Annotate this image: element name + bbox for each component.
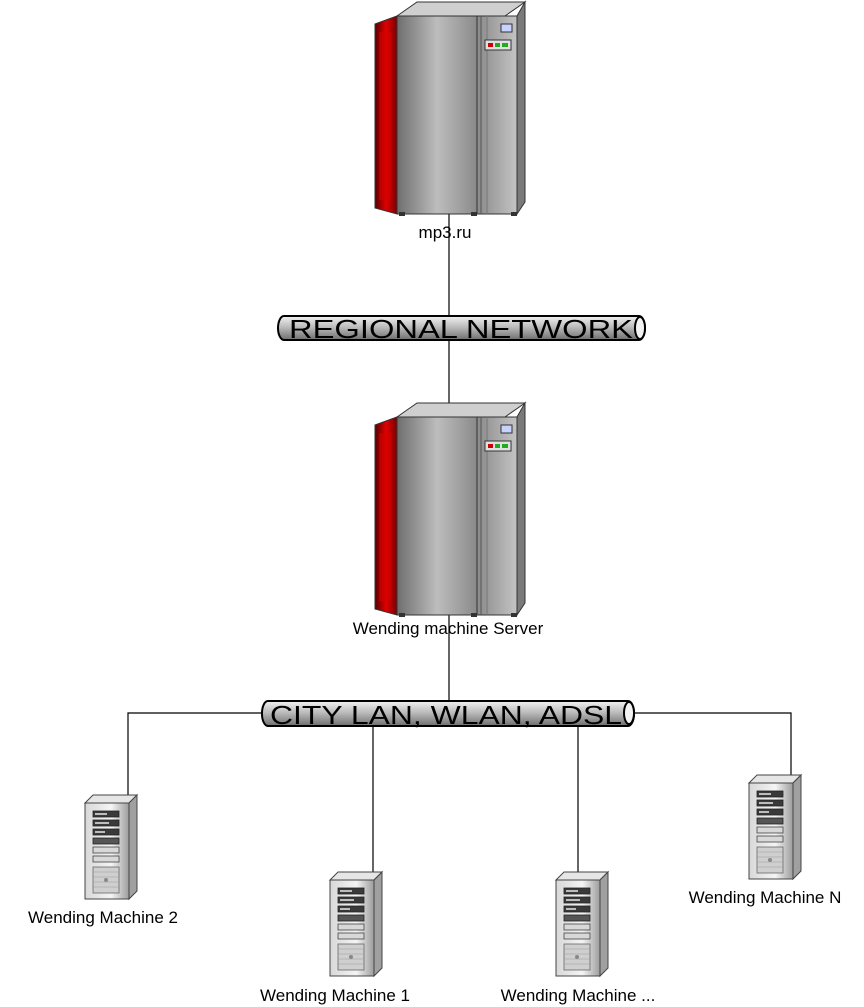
connection-lines (127, 214, 792, 900)
top-server-label: mp3.ru (419, 223, 472, 242)
machine-1-node: Wending Machine 1 (260, 871, 410, 1005)
machine-2-label: Wending Machine 2 (28, 908, 178, 927)
regional-network-label: REGIONAL NETWORK (289, 314, 634, 344)
tower-computer-icon (329, 871, 383, 977)
machine-2-node: Wending Machine 2 (28, 794, 178, 927)
mainframe-server-icon (374, 402, 526, 618)
machine-1-label: Wending Machine 1 (260, 986, 410, 1005)
tower-computer-icon (555, 871, 609, 977)
regional-network-bus: REGIONAL NETWORK (277, 314, 646, 344)
tower-computer-icon (748, 774, 802, 880)
machine-n-dots-label: Wending Machine ... (501, 986, 656, 1005)
link-city-machine-2 (127, 712, 262, 820)
machine-n-node: Wending Machine N (689, 774, 842, 907)
tower-computer-icon (84, 794, 138, 900)
mainframe-server-icon (374, 1, 526, 217)
mid-server-label: Wending machine Server (353, 619, 544, 638)
city-network-label: CITY LAN, WLAN, ADSL (270, 700, 622, 730)
machine-n-label: Wending Machine N (689, 888, 842, 907)
top-server-node: mp3.ru (374, 1, 526, 242)
machine-n-dots-node: Wending Machine ... (501, 871, 656, 1005)
mid-server-node: Wending machine Server (353, 402, 544, 638)
city-network-bus: CITY LAN, WLAN, ADSL (261, 700, 635, 730)
